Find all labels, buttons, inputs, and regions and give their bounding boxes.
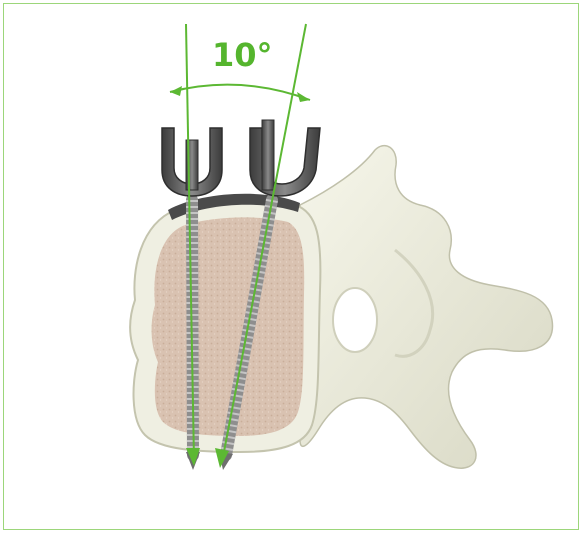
angle-label: 10° <box>212 36 273 74</box>
u-clamp-icon <box>162 128 222 196</box>
arc-arrow-right <box>297 92 310 102</box>
cancellous-bone <box>152 217 305 436</box>
vertebral-foramen <box>333 288 377 352</box>
vertebral-body <box>130 201 320 452</box>
angle-arc <box>170 85 310 100</box>
posterior-elements <box>300 146 552 469</box>
clamp-right-center-post <box>262 120 274 190</box>
